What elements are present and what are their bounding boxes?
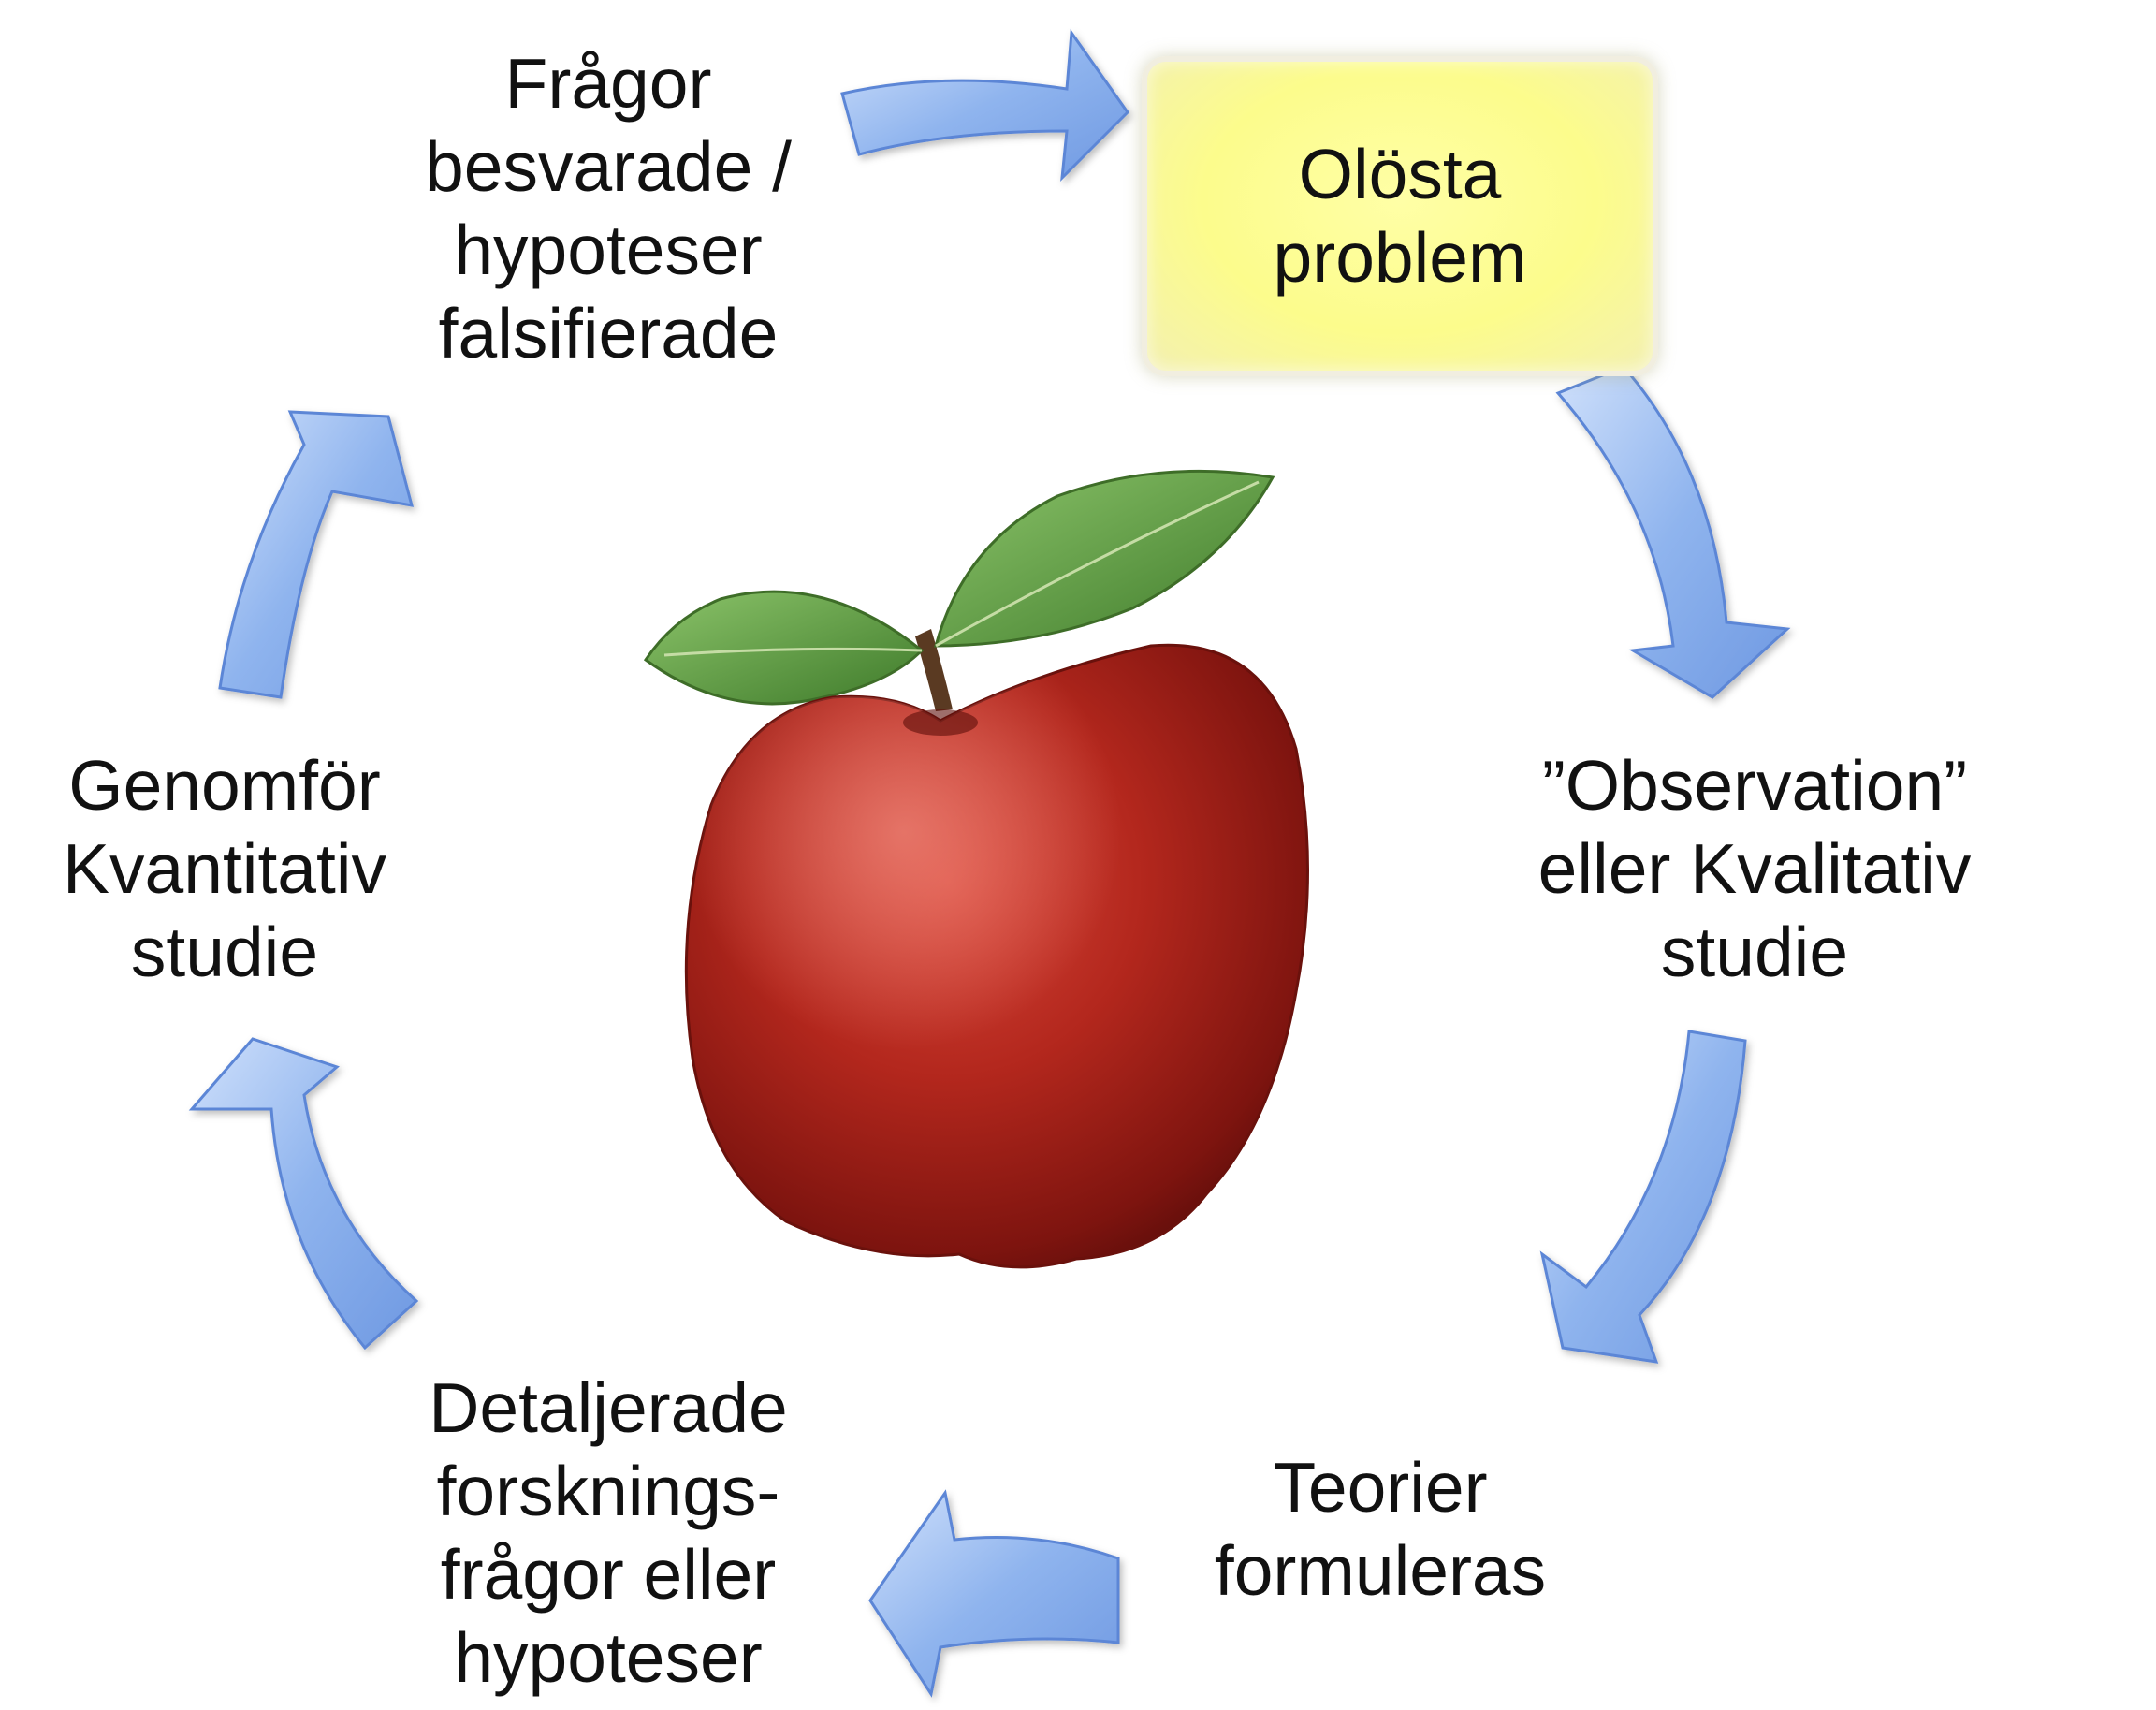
node-answered-label: Frågor besvarade / hypoteser falsifierad… (425, 44, 792, 373)
node-unsolved-label: Olösta problem (1273, 135, 1527, 297)
arrow-quantitative-to-answered (218, 410, 415, 699)
arrow-answered-to-unsolved (840, 28, 1129, 183)
arrow-observation-to-theories (1539, 1030, 1747, 1364)
arrow-theories-to-detailed (868, 1489, 1120, 1698)
red-apple-icon (643, 469, 1309, 1269)
node-detailed-label: Detaljerade forsknings- frågor eller hyp… (429, 1368, 788, 1697)
node-unsolved-problems: Olösta problem (1142, 56, 1658, 376)
node-quantitative-label: Genomför Kvantitativ studie (63, 746, 386, 991)
node-observation-label: ”Observation” eller Kvalitativ studie (1537, 746, 1972, 991)
node-theories-label: Teorier formuleras (1214, 1448, 1547, 1610)
arrow-detailed-to-quantitative (188, 1037, 419, 1351)
arrow-unsolved-to-observation (1555, 365, 1791, 699)
